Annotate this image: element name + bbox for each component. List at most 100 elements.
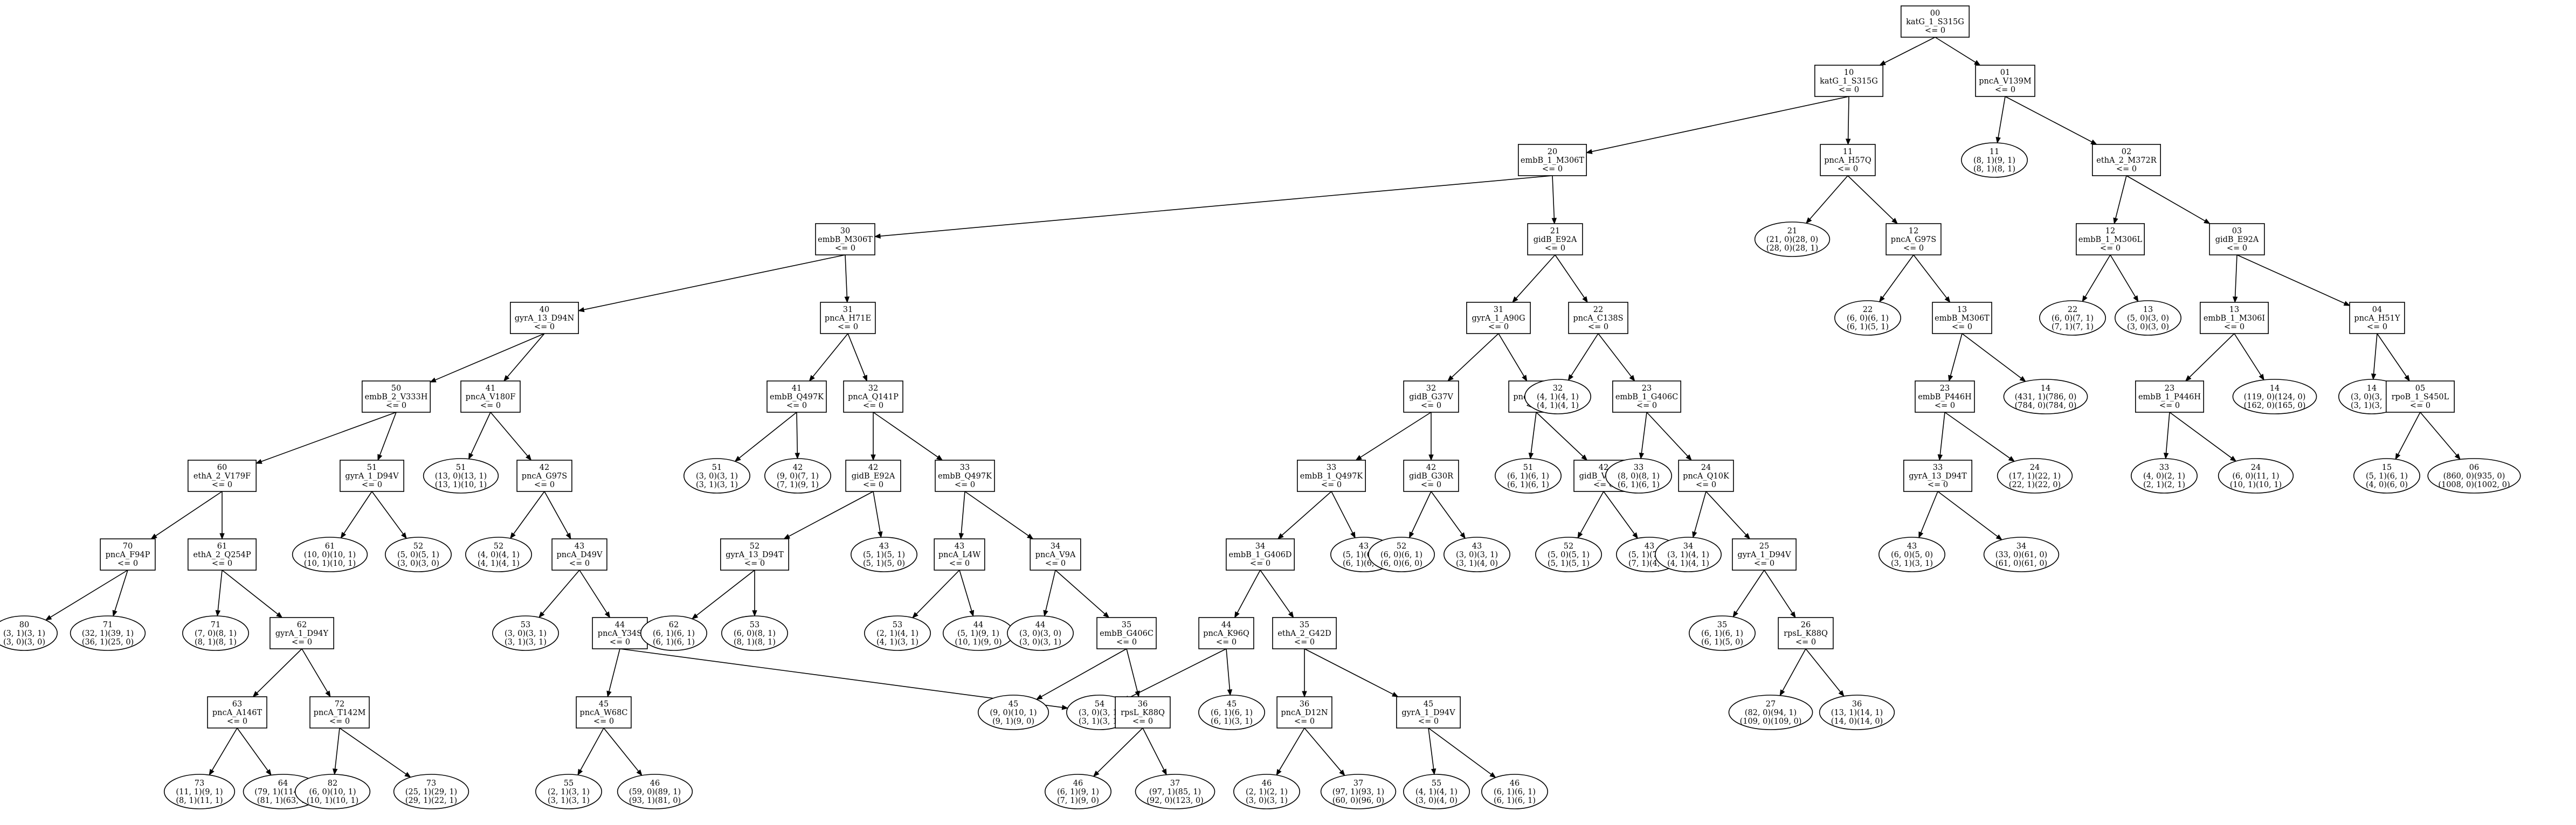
- edge-arrowhead: [1339, 769, 1345, 777]
- node-text-line: gyrA_1_A90G: [1472, 314, 1525, 323]
- edge-n4-n10: [1847, 175, 1894, 220]
- node-text-line: 43: [1472, 542, 1482, 551]
- split-node-box: [551, 538, 607, 571]
- leaf-node-ellipse: [1689, 615, 1756, 651]
- edge-n101-n114: [1428, 727, 1434, 769]
- edge-arrowhead: [1528, 453, 1534, 460]
- edge-n3-n7: [880, 175, 1553, 237]
- node-text-line: embB_P446H: [1918, 393, 1972, 401]
- node-text-line: (6, 0)(5, 0): [1891, 551, 1933, 559]
- edge-arrowhead: [252, 691, 259, 697]
- node-text-line: embB_M306T: [1935, 314, 1990, 323]
- edge-n16-n30: [1598, 333, 1632, 377]
- node-text-line: (8, 1)(8, 1): [195, 638, 237, 647]
- leaf-node: 34(3, 1)(4, 1)(4, 1)(4, 1): [1655, 537, 1722, 572]
- edge-n18-n32: [1962, 333, 2022, 379]
- leaf-node-ellipse: [1834, 300, 1902, 336]
- node-text-line: (162, 0)(165, 0): [2244, 401, 2306, 410]
- leaf-node-ellipse: [2039, 300, 2107, 336]
- edge-n67-n90: [1260, 570, 1291, 614]
- leaf-node-ellipse: [977, 695, 1049, 730]
- node-text-line: (7, 0)(8, 1): [195, 629, 237, 638]
- node-text-line: 43: [879, 542, 889, 551]
- edge-arrowhead: [2229, 455, 2237, 462]
- node-text-line: (28, 0)(28, 1): [1766, 244, 1818, 253]
- node-text-line: <= 0: [1421, 401, 1441, 410]
- node-text-line: (4, 0)(4, 1): [478, 551, 520, 559]
- node-text-line: 11: [1990, 148, 1999, 156]
- node-text-line: embB_1_M306I: [2204, 314, 2265, 323]
- edge-arrowhead: [1937, 454, 1943, 461]
- edge-n88-n96: [1041, 648, 1127, 697]
- edge-arrowhead: [1391, 691, 1399, 697]
- node-text-line: (3, 0)(3, 0): [1019, 629, 1061, 638]
- leaf-node-ellipse: [1961, 142, 2028, 178]
- node-text-line: pncA_H57Q: [1824, 156, 1871, 165]
- edge-n15-n27: [1451, 333, 1499, 378]
- split-node-box: [1276, 696, 1332, 729]
- node-text-line: (59, 0)(89, 1): [629, 788, 681, 796]
- edge-n58-n80: [222, 570, 278, 615]
- node-text-line: 53: [521, 621, 530, 629]
- split-node-box: [820, 302, 876, 334]
- edge-arrowhead: [509, 532, 516, 539]
- edge-n89-n99: [1226, 648, 1231, 690]
- leaf-node-ellipse: [2218, 458, 2294, 494]
- leaf-node: 33(4, 0)(2, 1)(2, 1)(2, 1): [2131, 458, 2198, 494]
- edge-arrowhead: [215, 610, 221, 617]
- edge-arrowhead: [577, 768, 583, 776]
- node-text-line: (6, 1)(5, 1): [1847, 323, 1889, 331]
- edge-n21-n33: [2189, 333, 2235, 378]
- edge-arrowhead: [912, 612, 918, 619]
- edge-arrowhead: [150, 533, 157, 539]
- edge-arrowhead: [2082, 295, 2088, 302]
- node-text-line: 43: [1907, 542, 1917, 551]
- leaf-node: 44(3, 0)(3, 0)(3, 0)(3, 1): [1007, 615, 1074, 651]
- node-text-line: (3, 1)(3, 1): [1891, 559, 1933, 568]
- node-text-line: (10, 1)(10, 1): [304, 559, 356, 568]
- node-text-line: (2, 1)(4, 1): [876, 629, 918, 638]
- edge-n46-n70: [1431, 491, 1463, 535]
- edge-n13-n23: [435, 333, 545, 380]
- node-text-line: 62: [297, 621, 307, 629]
- node-text-line: 82: [328, 779, 337, 788]
- split-node-box: [100, 538, 156, 571]
- edge-n10-n17: [1882, 254, 1914, 298]
- node-text-line: <= 0: [480, 401, 501, 410]
- edge-arrowhead: [844, 296, 850, 303]
- node-text-line: (33, 0)(61, 0): [1995, 551, 2047, 559]
- edge-arrowhead: [2454, 453, 2461, 460]
- edge-arrowhead: [401, 532, 407, 539]
- edge-n25-n41: [738, 412, 797, 459]
- edge-arrowhead: [1489, 772, 1496, 778]
- node-text-line: 52: [494, 542, 503, 551]
- node-text-line: 44: [1221, 621, 1231, 629]
- node-text-line: 55: [564, 779, 574, 788]
- leaf-node: 52(4, 0)(4, 1)(4, 1)(4, 1): [465, 537, 532, 572]
- node-text-line: (9, 0)(7, 1): [777, 472, 819, 481]
- node-text-line: 37: [1170, 779, 1180, 788]
- node-text-line: pncA_L4W: [938, 551, 980, 559]
- node-text-line: 64: [278, 779, 288, 788]
- edge-arrowhead: [468, 453, 474, 460]
- leaf-node-ellipse: [1481, 774, 1549, 809]
- edge-n101-n115: [1428, 727, 1492, 775]
- leaf-node-ellipse: [1320, 774, 1397, 809]
- edge-n43-n64: [873, 491, 881, 532]
- leaf-node: 42(9, 0)(7, 1)(7, 1)(9, 1): [764, 458, 832, 494]
- node-text-line: <= 0: [593, 717, 614, 726]
- leaf-node-ellipse: [2115, 300, 2182, 336]
